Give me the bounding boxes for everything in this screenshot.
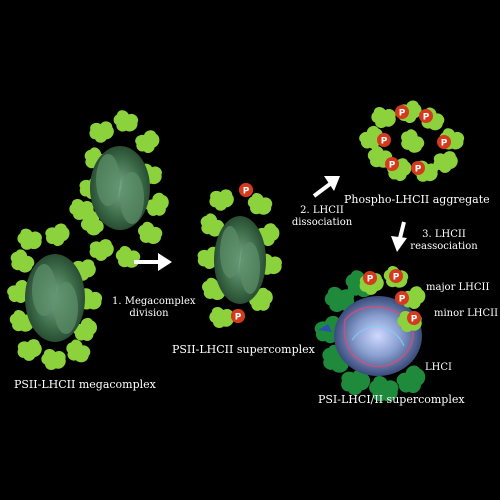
phospho-p-3: P — [399, 109, 406, 119]
phospho-p-4: P — [423, 113, 430, 123]
phospho-markers: P P P P P P P P P P P P — [231, 105, 451, 325]
supercomplex-label: PSII-LHCII supercomplex — [172, 343, 315, 356]
supercomplex-graphic — [194, 183, 285, 331]
psi-supercomplex-graphic — [310, 263, 432, 407]
step-1-label-line-1: 1. Megacomplex — [112, 296, 196, 307]
phospho-p-9: P — [367, 275, 374, 285]
psi-supercomplex-label: PSI-LHCI/II supercomplex — [318, 393, 465, 406]
phospho-p-10: P — [393, 273, 400, 283]
minor-lhcii-label: minor LHCII — [434, 308, 499, 319]
aggregate-label: Phospho-LHCII aggregate — [344, 193, 490, 206]
arrow-step-1 — [134, 253, 172, 271]
step-2-label: 2. LHCII dissociation — [287, 205, 357, 229]
phospho-p-8: P — [415, 165, 422, 175]
supercomplex-core — [214, 216, 266, 304]
megacomplex-graphic — [3, 108, 174, 373]
step-2-label-line-1: 2. LHCII — [300, 205, 344, 216]
phospho-p-12: P — [411, 315, 418, 325]
megacomplex-label: PSII-LHCII megacomplex — [14, 378, 156, 391]
step-3-label-line-2: reassociation — [410, 241, 478, 252]
arrow-step-3 — [391, 221, 407, 252]
step-3-label: 3. LHCII reassociation — [404, 229, 484, 253]
step-2-label-line-2: dissociation — [291, 217, 353, 228]
phospho-p-2: P — [235, 313, 242, 323]
major-lhcii-label: major LHCII — [426, 282, 490, 293]
megacomplex-core-upper — [90, 146, 150, 230]
step-1-label-line-2: division — [129, 308, 169, 319]
step-1-label: 1. Megacomplex division — [112, 296, 196, 320]
step-3-label-line-1: 3. LHCII — [422, 229, 466, 240]
arrow-step-2 — [312, 176, 340, 198]
phospho-p-1: P — [243, 187, 250, 197]
phospho-p-5: P — [381, 137, 388, 147]
phospho-p-11: P — [399, 295, 406, 305]
phospho-p-6: P — [441, 139, 448, 149]
phospho-p-7: P — [389, 161, 396, 171]
megacomplex-core-lower — [25, 254, 85, 342]
lhci-label: LHCI — [425, 362, 452, 373]
